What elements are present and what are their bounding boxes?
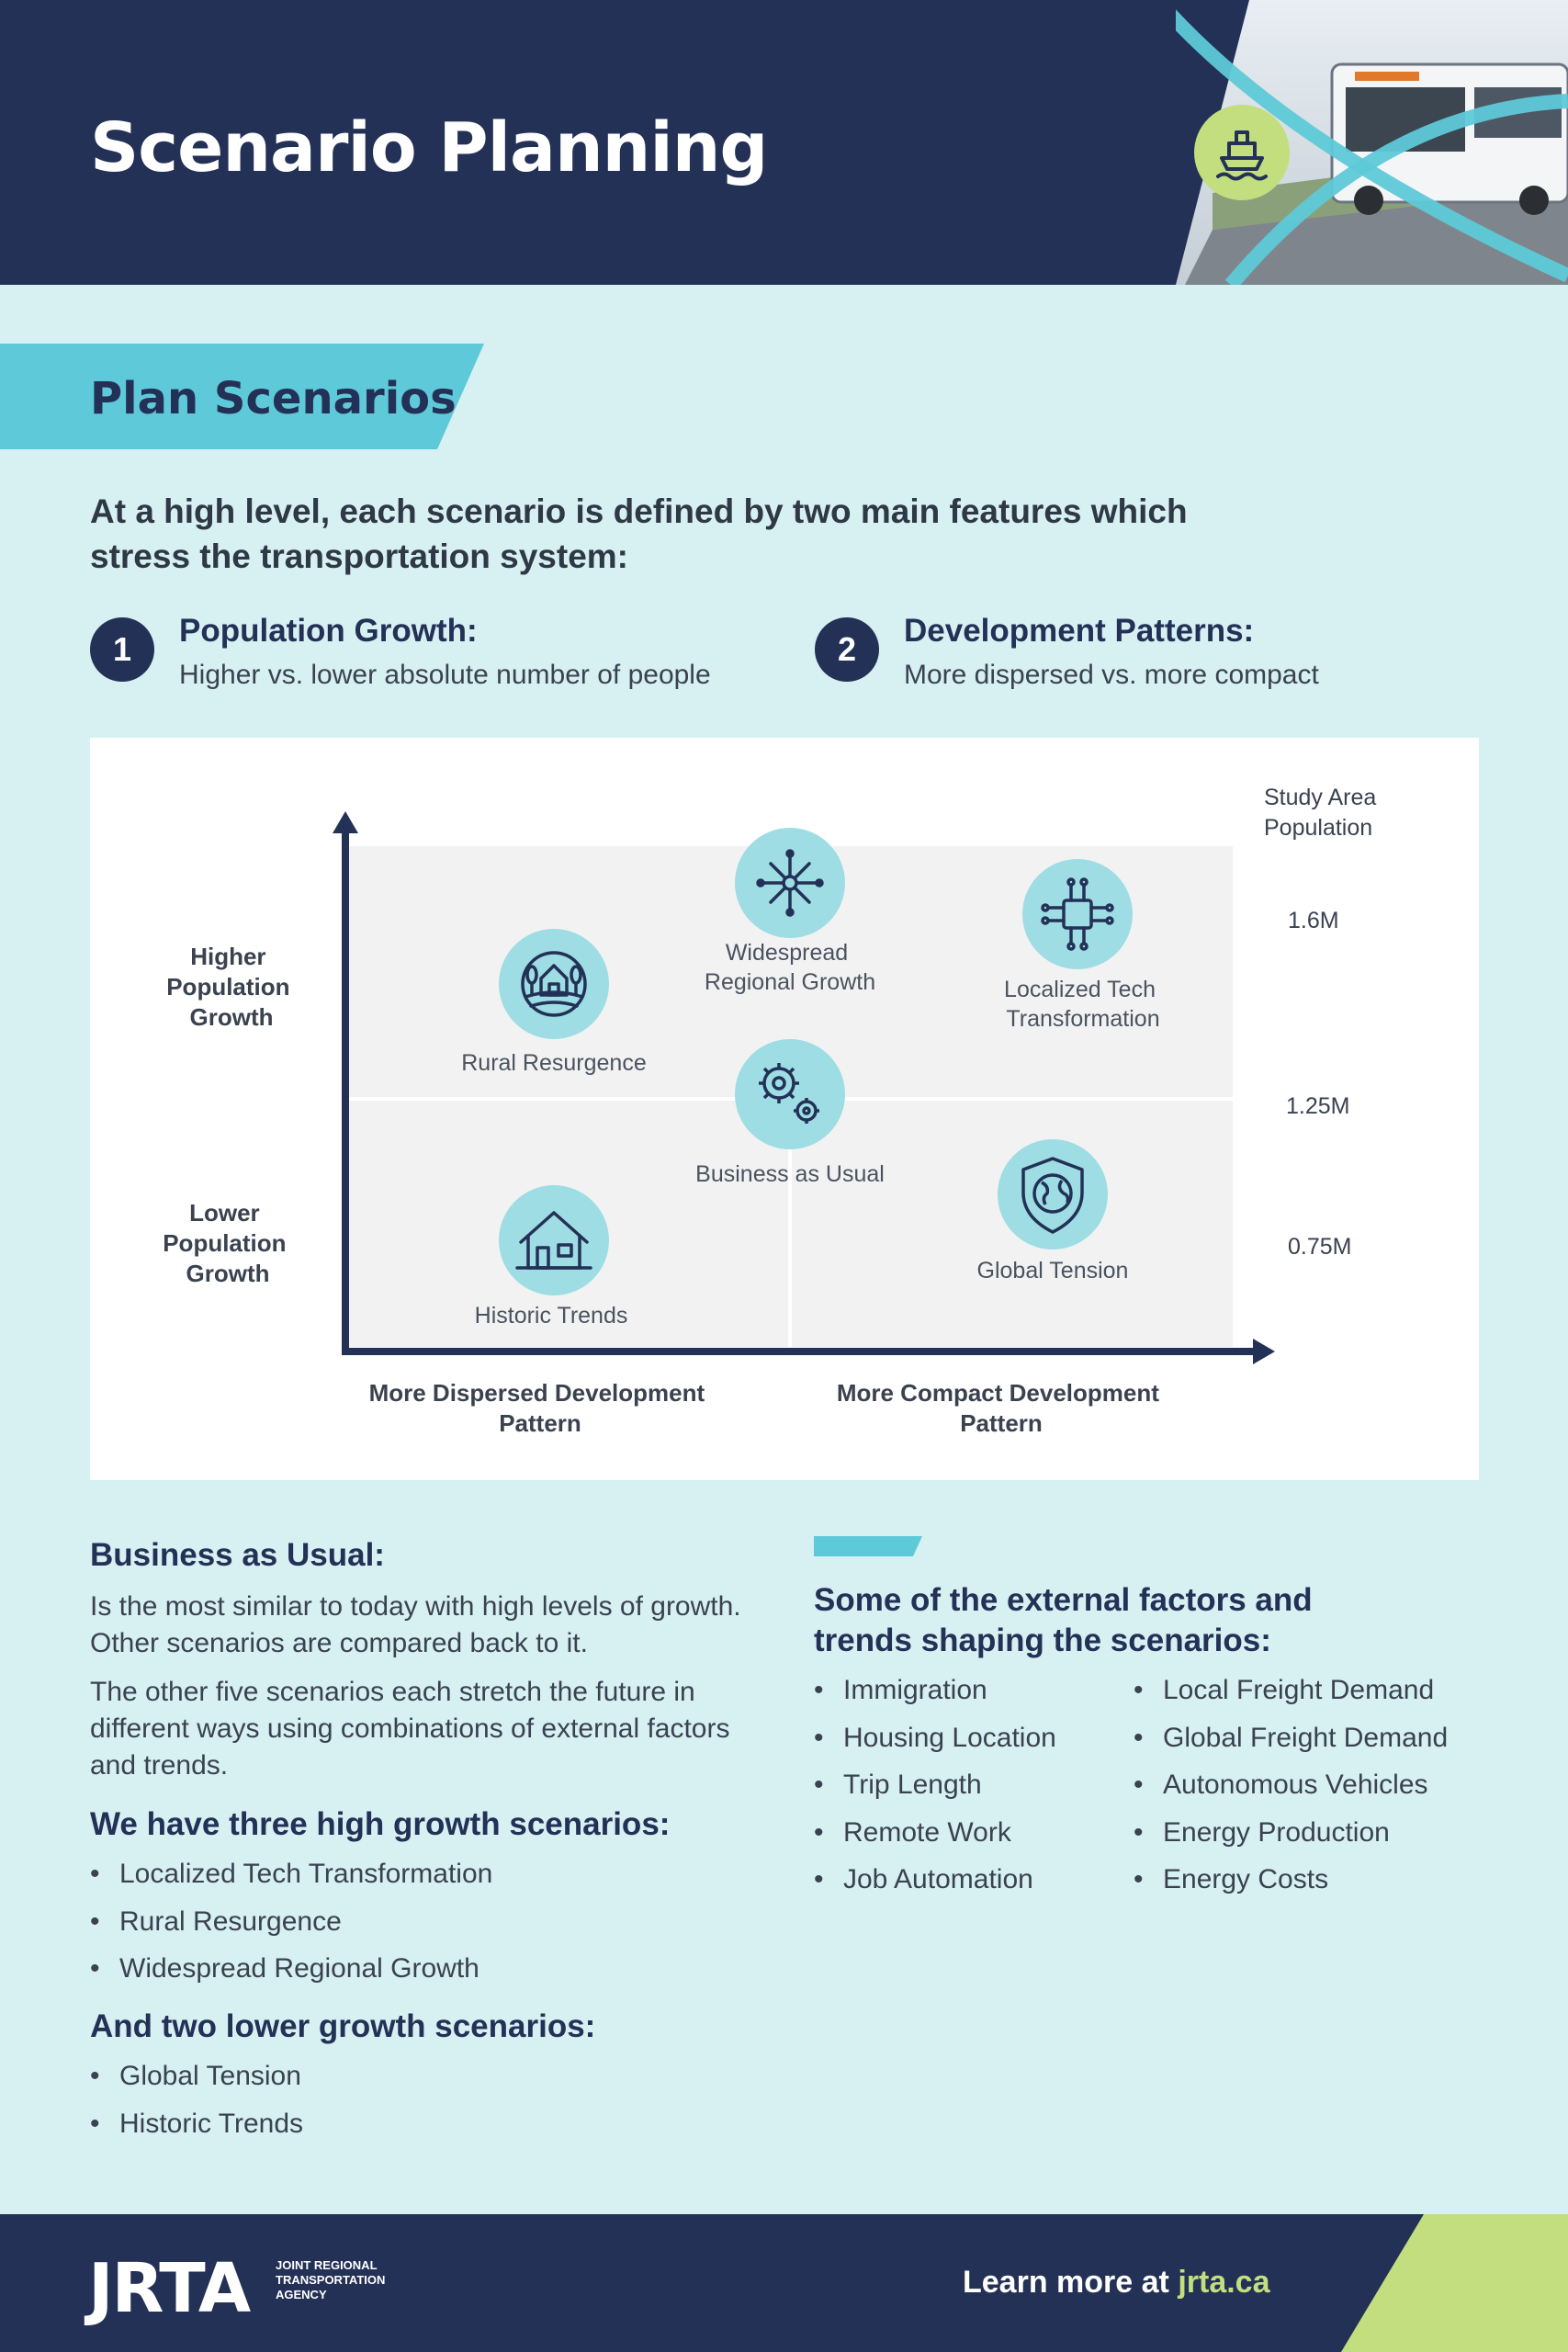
bus-photo	[1176, 0, 1568, 285]
feature-title-population: Population Growth:	[179, 613, 478, 649]
footer	[0, 2214, 1568, 2352]
list-item: Global Freight Demand	[1134, 1720, 1448, 1768]
point-localized-tech: Localized Tech Transformation	[1004, 859, 1162, 1032]
ship-badge	[1194, 105, 1290, 200]
feature-number-2: 2	[815, 617, 879, 682]
feature-number-1: 1	[90, 617, 154, 682]
factors-list-2: Local Freight Demand Global Freight Dema…	[1134, 1672, 1448, 1909]
x-label-compact-line1: More Compact Development	[837, 1379, 1159, 1407]
list-item: Global Tension	[90, 2058, 303, 2106]
accent-bar	[814, 1536, 922, 1556]
point-label-localized-line2: Transformation	[1006, 1006, 1159, 1032]
x-label-compact: More Compact Development Pattern	[837, 1379, 1166, 1437]
y-label-higher: Higher Population Growth	[166, 943, 297, 1031]
scale-title-line2: Population	[1264, 815, 1372, 841]
high-growth-title: We have three high growth scenarios:	[90, 1806, 671, 1842]
ship-icon	[1216, 130, 1268, 181]
low-growth-title: And two lower growth scenarios:	[90, 2008, 596, 2044]
list-item: Energy Production	[1134, 1815, 1448, 1862]
y-axis-arrow	[333, 811, 358, 833]
website-link[interactable]: jrta.ca	[1178, 2265, 1270, 2300]
jrta-logo: JRTA	[88, 2249, 251, 2328]
gears-icon	[759, 1063, 819, 1124]
network-hub-icon	[756, 849, 824, 917]
factors-title: Some of the external factors and trends …	[814, 1582, 1313, 1658]
page-title: Scenario Planning	[90, 108, 768, 187]
factors-list-1: Immigration Housing Location Trip Length…	[814, 1672, 1056, 1909]
x-label-dispersed: More Dispersed Development Pattern	[369, 1379, 712, 1437]
scenario-chart: Higher Population Growth Lower Populatio…	[90, 738, 1479, 1480]
bau-title: Business as Usual:	[90, 1537, 385, 1573]
list-item: Localized Tech Transformation	[90, 1856, 492, 1904]
house-icon	[515, 1211, 592, 1270]
point-historic-trends: Historic Trends	[475, 1185, 628, 1329]
high-growth-list: Localized Tech Transformation Rural Resu…	[90, 1856, 492, 1998]
feature-subtitle-population: Higher vs. lower absolute number of peop…	[179, 660, 711, 690]
circuit-chip-icon	[1041, 877, 1114, 951]
footer-accent	[1341, 2214, 1568, 2352]
y-label-lower-line2: Population	[163, 1229, 286, 1257]
point-label-widespread-line1: Widespread	[726, 940, 848, 966]
point-widespread-regional-growth: Widespread Regional Growth	[705, 828, 875, 995]
y-label-higher-line1: Higher	[190, 943, 265, 970]
y-label-lower: Lower Population Growth	[163, 1199, 293, 1287]
scale-title-line1: Study Area	[1264, 785, 1376, 810]
bau-paragraph-1: Is the most similar to today with high l…	[90, 1591, 741, 1658]
x-label-dispersed-line1: More Dispersed Development	[369, 1379, 705, 1407]
point-label-widespread: Widespread Regional Growth	[705, 940, 875, 995]
point-business-as-usual: Business as Usual	[695, 1039, 885, 1187]
point-label-rural: Rural Resurgence	[461, 1050, 647, 1076]
point-label-bau: Business as Usual	[695, 1161, 885, 1187]
scale-tick-2: 1.25M	[1286, 1093, 1349, 1119]
list-item: Remote Work	[814, 1815, 1056, 1862]
point-label-localized-line1: Localized Tech	[1004, 977, 1156, 1002]
header	[0, 0, 1568, 285]
point-label-localized: Localized Tech Transformation	[1004, 977, 1162, 1032]
bau-paragraph-2: The other five scenarios each stretch th…	[90, 1677, 730, 1781]
list-item: Energy Costs	[1134, 1861, 1448, 1909]
feature-title-development: Development Patterns:	[904, 613, 1255, 649]
learn-more-text: Learn more at	[963, 2265, 1169, 2300]
point-global-tension: Global Tension	[977, 1139, 1129, 1283]
x-axis-arrow	[1253, 1339, 1275, 1364]
y-label-lower-line3: Growth	[186, 1260, 270, 1287]
section-title: Plan Scenarios	[90, 373, 457, 424]
list-item: Job Automation	[814, 1861, 1056, 1909]
x-label-dispersed-line2: Pattern	[499, 1409, 581, 1437]
learn-more: Learn more at jrta.ca	[963, 2265, 1270, 2301]
list-item: Housing Location	[814, 1720, 1056, 1768]
y-label-higher-line3: Growth	[190, 1003, 274, 1031]
list-item: Immigration	[814, 1672, 1056, 1720]
point-label-historic: Historic Trends	[475, 1303, 628, 1329]
list-item: Widespread Regional Growth	[90, 1951, 492, 1998]
scale-tick-3: 0.75M	[1288, 1234, 1351, 1260]
point-label-widespread-line2: Regional Growth	[705, 969, 875, 995]
feature-subtitle-development: More dispersed vs. more compact	[904, 660, 1319, 690]
scale-title: Study Area Population	[1264, 785, 1382, 841]
list-item: Historic Trends	[90, 2106, 303, 2154]
point-rural-resurgence: Rural Resurgence	[461, 929, 647, 1076]
logo-subtitle: JOINT REGIONAL TRANSPORTATION AGENCY	[276, 2258, 386, 2301]
list-item: Local Freight Demand	[1134, 1672, 1448, 1720]
globe-shield-icon	[1021, 1157, 1084, 1234]
scale-tick-1: 1.6M	[1288, 908, 1339, 933]
point-label-global: Global Tension	[977, 1258, 1129, 1283]
y-label-lower-line1: Lower	[189, 1199, 260, 1227]
x-label-compact-line2: Pattern	[960, 1409, 1043, 1437]
y-label-higher-line2: Population	[166, 973, 289, 1001]
list-item: Trip Length	[814, 1767, 1056, 1815]
section-banner	[0, 344, 484, 449]
list-item: Autonomous Vehicles	[1134, 1767, 1448, 1815]
scenario-chart-svg: Higher Population Growth Lower Populatio…	[163, 785, 1382, 1437]
farm-barn-icon	[521, 951, 587, 1017]
intro-text: At a high level, each scenario is define…	[90, 492, 1188, 575]
list-item: Rural Resurgence	[90, 1904, 492, 1951]
low-growth-list: Global Tension Historic Trends	[90, 2058, 303, 2153]
